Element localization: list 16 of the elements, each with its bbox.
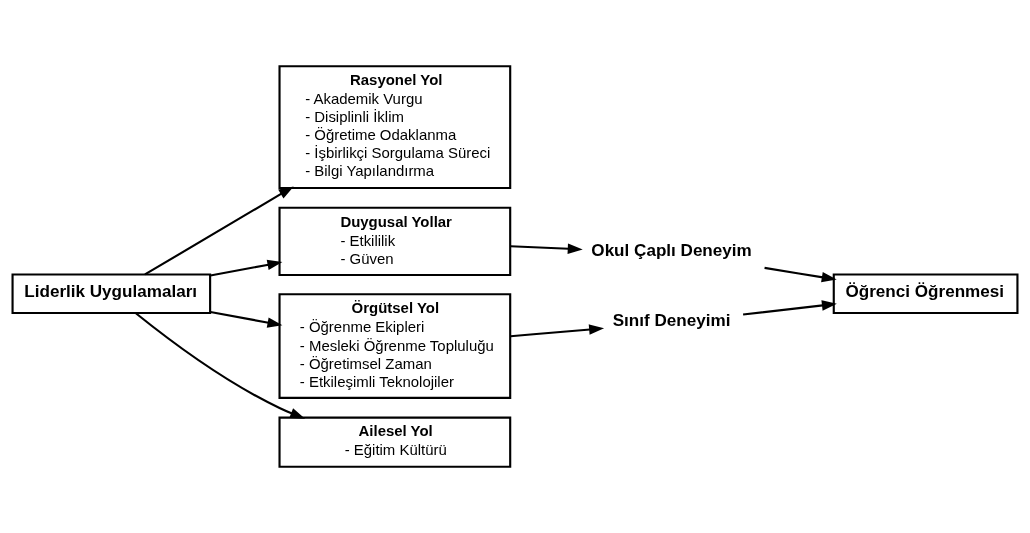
arrow: [743, 300, 837, 316]
node-box: Liderlik Uygulamaları: [11, 273, 212, 314]
node-box: Örgütsel Yol - Öğrenme Ekipleri - Mesleki Öğrenme Topluluğu - Öğretimsel Zaman - Etkileşimli Teknolojiler: [278, 293, 512, 399]
node-box: Duygusal Yollar - Etkililik - Güven: [278, 206, 512, 277]
arrow: [510, 243, 583, 254]
node-box: Öğrenci Öğrenmesi: [832, 273, 1019, 314]
arrow: [210, 259, 283, 277]
node-text: Sınıf Deneyimi: [612, 310, 731, 330]
arrow: [510, 324, 605, 338]
node-box: Rasyonel Yol - Akademik Vurgu - Disiplinli İklim - Öğretime Odaklanma - İşbirlikçi Sorgulama Süreci - Bilgi Yapılandırma: [278, 65, 512, 190]
arrow: [144, 186, 294, 276]
arrow: [764, 266, 837, 283]
node-text: Okul Çaplı Deneyim: [591, 241, 752, 261]
arrow: [135, 312, 306, 419]
arrow: [210, 310, 283, 328]
node-box: Ailesel Yol - Eğitim Kültürü: [278, 416, 512, 468]
